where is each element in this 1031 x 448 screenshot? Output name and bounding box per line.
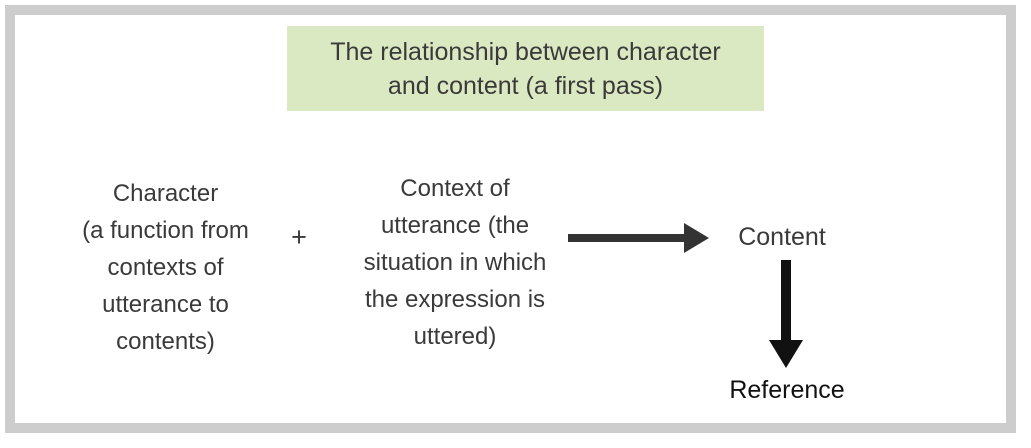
plus-operator: + [291, 222, 307, 252]
arrow-right-icon [566, 218, 711, 258]
figure-title: The relationship between character and c… [330, 37, 721, 100]
label-content: Content [738, 223, 826, 251]
term-character: Character (a function from contexts of u… [82, 180, 249, 355]
title-banner: The relationship between character and c… [287, 26, 764, 111]
label-reference: Reference [729, 376, 845, 404]
term-context-of-utterance: Context of utterance (the situation in w… [363, 175, 547, 350]
arrow-down-icon [762, 258, 810, 370]
